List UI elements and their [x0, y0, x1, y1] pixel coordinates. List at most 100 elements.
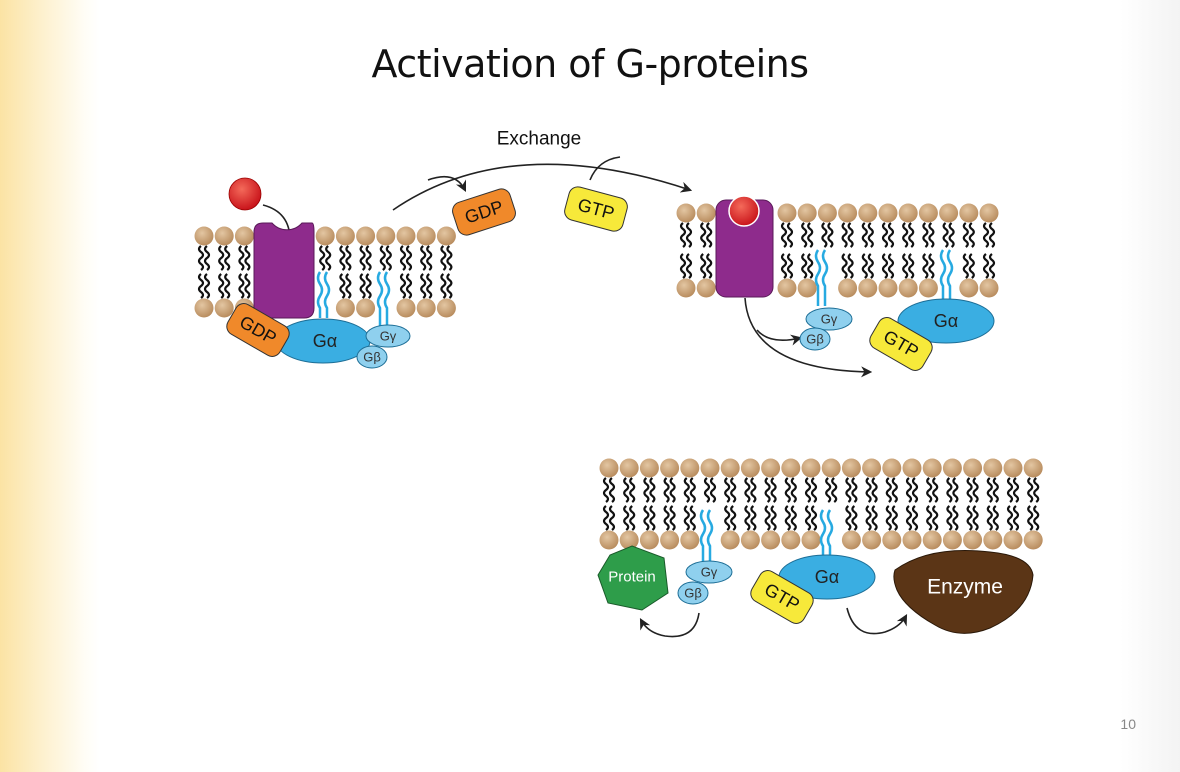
phospholipid	[416, 226, 436, 318]
lipid-tail	[1006, 477, 1014, 503]
g-gamma-label: Gγ	[380, 329, 397, 344]
lipid-tail	[750, 477, 757, 503]
lipid-tail	[831, 477, 838, 503]
dissociation-arrow	[744, 297, 873, 378]
lipid-head	[214, 298, 234, 318]
lipid-tail	[992, 505, 999, 531]
lipid-tail	[750, 505, 757, 531]
lipid-tail	[679, 253, 687, 279]
lipid-head	[902, 530, 922, 550]
lipid-tail	[786, 253, 794, 279]
phospholipid	[639, 458, 659, 550]
lipid-tail	[730, 505, 737, 531]
lipid-tail	[801, 222, 808, 248]
lipid-tail	[962, 253, 969, 279]
lipid-tail	[365, 273, 372, 299]
lipid-head	[700, 458, 720, 478]
phospholipid	[680, 458, 700, 550]
lipid-head	[376, 226, 396, 246]
lipid-head	[821, 458, 841, 478]
lipid-tail	[952, 477, 959, 503]
lipid-tail	[867, 253, 874, 279]
gdp-bound	[226, 303, 290, 357]
lipid-tail	[629, 477, 636, 503]
lipid-tail	[1006, 505, 1014, 531]
lipid-tail	[966, 505, 973, 531]
lipid-head	[939, 203, 959, 223]
lipid-head	[797, 203, 817, 223]
dissociation-arrow-2	[756, 329, 803, 346]
slide-title: Activation of G-proteins	[371, 42, 809, 86]
phospholipid	[1023, 458, 1043, 550]
phospholipid	[194, 226, 214, 318]
phospholipid	[396, 226, 416, 318]
lipid-tail	[623, 505, 630, 531]
lipid-head	[720, 530, 740, 550]
lipid-tail	[827, 222, 834, 248]
lipid-tail	[851, 477, 858, 503]
activation-arrow-protein	[639, 612, 700, 638]
lipid-tail	[810, 477, 818, 503]
lipid-tail	[861, 222, 868, 248]
phospholipid	[740, 458, 760, 550]
lipid-tail	[867, 222, 874, 248]
lipid-tail	[905, 477, 913, 503]
phospholipid	[315, 226, 335, 271]
lipid-head	[660, 530, 680, 550]
lipid-tail	[968, 253, 975, 279]
phospholipid	[862, 458, 882, 550]
lipid-tail	[841, 253, 848, 279]
lipid-tail	[871, 505, 878, 531]
lipid-tail	[1027, 477, 1034, 503]
lipid-head	[858, 203, 878, 223]
lipid-tail	[623, 477, 630, 503]
lipid-head	[922, 530, 942, 550]
lipid-tail	[649, 477, 656, 503]
lipid-tail	[203, 245, 211, 271]
lipid-tail	[319, 245, 326, 271]
lipid-tail	[359, 273, 366, 299]
lipid-head	[639, 530, 659, 550]
lipid-tail	[405, 245, 413, 271]
lipid-tail	[643, 505, 650, 531]
lipid-tail	[703, 477, 711, 503]
lipid-tail	[946, 477, 953, 503]
lipid-tail	[203, 273, 211, 299]
lipid-head	[696, 203, 716, 223]
lipid-tail	[911, 505, 919, 531]
lipid-head	[942, 458, 962, 478]
lipid-head	[801, 458, 821, 478]
lipid-tail	[801, 253, 808, 279]
lipid-tail	[982, 253, 990, 279]
g-beta-subunit	[356, 345, 388, 369]
slide-background-gradient	[0, 0, 100, 772]
lipid-head	[1023, 530, 1043, 550]
protein-label: Protein	[608, 569, 656, 586]
g-gamma-subunit	[805, 307, 853, 331]
lipid-head	[838, 203, 858, 223]
lipid-tail	[988, 253, 996, 279]
phospholipid	[922, 458, 942, 550]
lipid-tail	[1033, 505, 1040, 531]
phospholipid	[761, 458, 781, 550]
phospholipid	[902, 458, 922, 550]
lipid-head	[194, 298, 214, 318]
lipid-head	[898, 278, 918, 298]
lipid-tail	[764, 477, 771, 503]
ligand-bound	[728, 195, 760, 227]
lipid-tail	[942, 222, 949, 248]
lipid-head	[660, 458, 680, 478]
lipid-tail	[685, 253, 693, 279]
lipid-tail	[238, 273, 245, 299]
lipid-head	[396, 298, 416, 318]
lipid-tail	[683, 505, 690, 531]
lipid-head	[922, 458, 942, 478]
membranes	[194, 203, 1043, 550]
lipid-head	[777, 203, 797, 223]
lipid-tail	[399, 245, 407, 271]
lipid-head	[761, 458, 781, 478]
lipid-tail	[669, 477, 676, 503]
lipid-tail	[922, 222, 929, 248]
g-beta-subunit	[799, 327, 831, 351]
receptor	[253, 222, 315, 319]
